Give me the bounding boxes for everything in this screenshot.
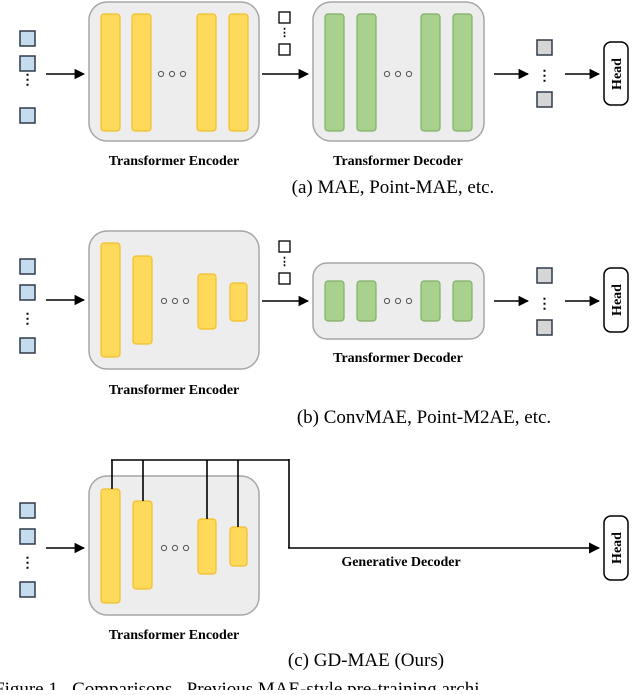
encoder-layer-bar bbox=[132, 255, 153, 345]
head-box bbox=[603, 515, 629, 581]
encoder-block-b bbox=[88, 230, 260, 370]
encoder-box bbox=[88, 230, 260, 370]
encoder-layer-bar bbox=[100, 13, 121, 132]
panel-b: ⋮ Transformer Encoder ⋮ bbox=[19, 230, 629, 428]
input-token bbox=[19, 258, 36, 275]
head-label: Head bbox=[610, 58, 625, 90]
output-token bbox=[536, 319, 553, 336]
ellipsis-dots bbox=[157, 70, 187, 78]
mask-tokens-b: ⋮ bbox=[278, 240, 291, 285]
output-token bbox=[536, 267, 553, 284]
head-label: Head bbox=[610, 284, 625, 316]
ellipsis-vertical: ⋮ bbox=[279, 27, 290, 39]
encoder-layer-bar bbox=[229, 282, 248, 322]
decoder-block-b bbox=[312, 262, 485, 340]
decoder-layer-bar bbox=[420, 280, 441, 322]
input-token bbox=[19, 55, 36, 72]
mask-token bbox=[278, 11, 291, 24]
encoder-layer-bar bbox=[197, 273, 217, 330]
encoder-layer-bar bbox=[197, 518, 217, 575]
mask-tokens-a: ⋮ bbox=[278, 11, 291, 56]
multi-scale-skip-connections bbox=[111, 459, 601, 554]
encoder-layer-bar bbox=[229, 526, 248, 567]
figure-caption-fragment: Figure 1. Comparisons. Previous MAE-styl… bbox=[0, 679, 479, 690]
head-box bbox=[603, 41, 629, 106]
input-tokens-c: ⋮ bbox=[19, 502, 36, 598]
ellipsis-dots bbox=[160, 544, 190, 552]
decoder-layer-bar bbox=[452, 13, 473, 132]
input-tokens-a: ⋮ bbox=[19, 30, 36, 124]
caption-b: (b) ConvMAE, Point-M2AE, etc. bbox=[297, 407, 551, 428]
output-tokens-b: ⋮ bbox=[536, 267, 553, 336]
encoder-layer-bar bbox=[100, 488, 121, 604]
decoder-layer-bar bbox=[324, 13, 345, 132]
output-token bbox=[536, 91, 553, 108]
decoder-box bbox=[312, 262, 485, 340]
ellipsis-vertical: ⋮ bbox=[21, 556, 35, 571]
input-token bbox=[19, 337, 36, 354]
encoder-label: Transformer Encoder bbox=[109, 383, 240, 398]
head-block-c: Head bbox=[603, 515, 629, 581]
head-block-a: Head bbox=[603, 41, 629, 106]
decoder-layer-bar bbox=[356, 13, 377, 132]
mask-token bbox=[278, 272, 291, 285]
decoder-block-a bbox=[312, 1, 485, 142]
decoder-label: Transformer Decoder bbox=[333, 351, 463, 366]
decoder-layer-bar bbox=[356, 280, 377, 322]
input-token bbox=[19, 284, 36, 301]
caption-c: (c) GD-MAE (Ours) bbox=[288, 650, 444, 671]
panel-c: ⋮ Generative Decoder T bbox=[19, 459, 629, 671]
mask-token bbox=[278, 43, 291, 56]
input-token bbox=[19, 30, 36, 47]
ellipsis-vertical: ⋮ bbox=[21, 312, 35, 327]
encoder-layer-bar bbox=[132, 500, 153, 590]
encoder-layer-bar bbox=[196, 13, 217, 132]
ellipsis-vertical: ⋮ bbox=[21, 73, 35, 88]
encoder-block-c bbox=[88, 475, 260, 616]
ellipsis-vertical: ⋮ bbox=[538, 69, 552, 84]
encoder-label: Transformer Encoder bbox=[109, 628, 240, 643]
generative-decoder-label: Generative Decoder bbox=[341, 555, 460, 570]
decoder-layer-bar bbox=[324, 280, 345, 322]
head-box bbox=[603, 267, 629, 333]
caption-a: (a) MAE, Point-MAE, etc. bbox=[292, 177, 495, 198]
encoder-block-a bbox=[88, 1, 260, 142]
ellipsis-vertical: ⋮ bbox=[538, 297, 552, 312]
input-token bbox=[19, 107, 36, 124]
ellipsis-dots bbox=[383, 70, 413, 78]
encoder-label: Transformer Encoder bbox=[109, 154, 240, 169]
decoder-label: Transformer Decoder bbox=[333, 154, 463, 169]
output-tokens-a: ⋮ bbox=[536, 39, 553, 108]
encoder-layer-bar bbox=[228, 13, 249, 132]
ellipsis-vertical: ⋮ bbox=[279, 256, 290, 268]
decoder-layer-bar bbox=[420, 13, 441, 132]
encoder-layer-bar bbox=[100, 242, 121, 358]
head-label: Head bbox=[610, 532, 625, 564]
input-token bbox=[19, 581, 36, 598]
decoder-layer-bar bbox=[452, 280, 473, 322]
output-token bbox=[536, 39, 553, 56]
input-token bbox=[19, 528, 36, 545]
panel-a: ⋮ Transformer Encoder ⋮ bbox=[19, 1, 629, 198]
head-block-b: Head bbox=[603, 267, 629, 333]
input-token bbox=[19, 502, 36, 519]
ellipsis-dots bbox=[160, 297, 190, 305]
ellipsis-dots bbox=[383, 297, 413, 305]
input-tokens-b: ⋮ bbox=[19, 258, 36, 354]
encoder-layer-bar bbox=[131, 13, 152, 132]
mask-token bbox=[278, 240, 291, 253]
